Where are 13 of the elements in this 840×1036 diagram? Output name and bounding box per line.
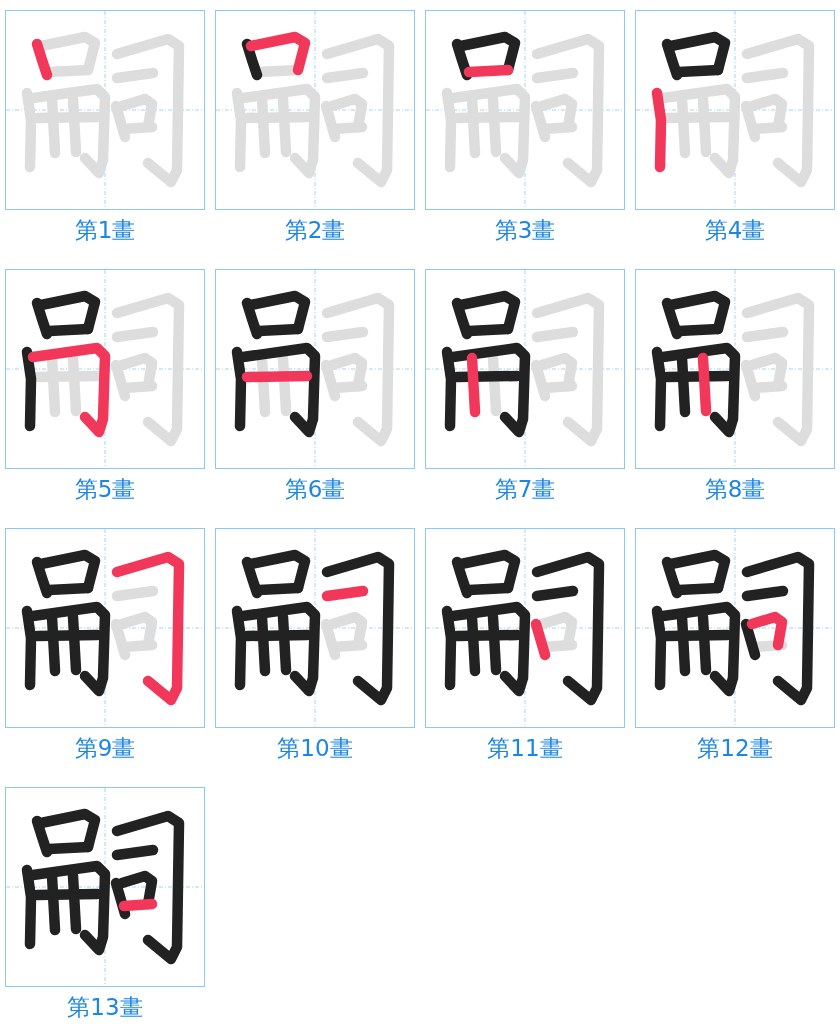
stroke-number-label: 第12畫 (697, 734, 773, 763)
stroke-number-label: 第8畫 (704, 475, 766, 504)
stroke-number-label: 第2畫 (284, 216, 346, 245)
stroke-number-label: 第10畫 (277, 734, 353, 763)
stroke-number-label: 第6畫 (284, 475, 346, 504)
stroke-number-label: 第5畫 (74, 475, 136, 504)
stroke-number-label: 第9畫 (74, 734, 136, 763)
stroke-number-label: 第11畫 (487, 734, 563, 763)
stroke-number-label: 第4畫 (704, 216, 766, 245)
stroke-number-label: 第3畫 (494, 216, 556, 245)
stroke-number-label: 第7畫 (494, 475, 556, 504)
stroke-number-label: 第1畫 (74, 216, 136, 245)
stroke-number-label: 第13畫 (67, 993, 143, 1022)
